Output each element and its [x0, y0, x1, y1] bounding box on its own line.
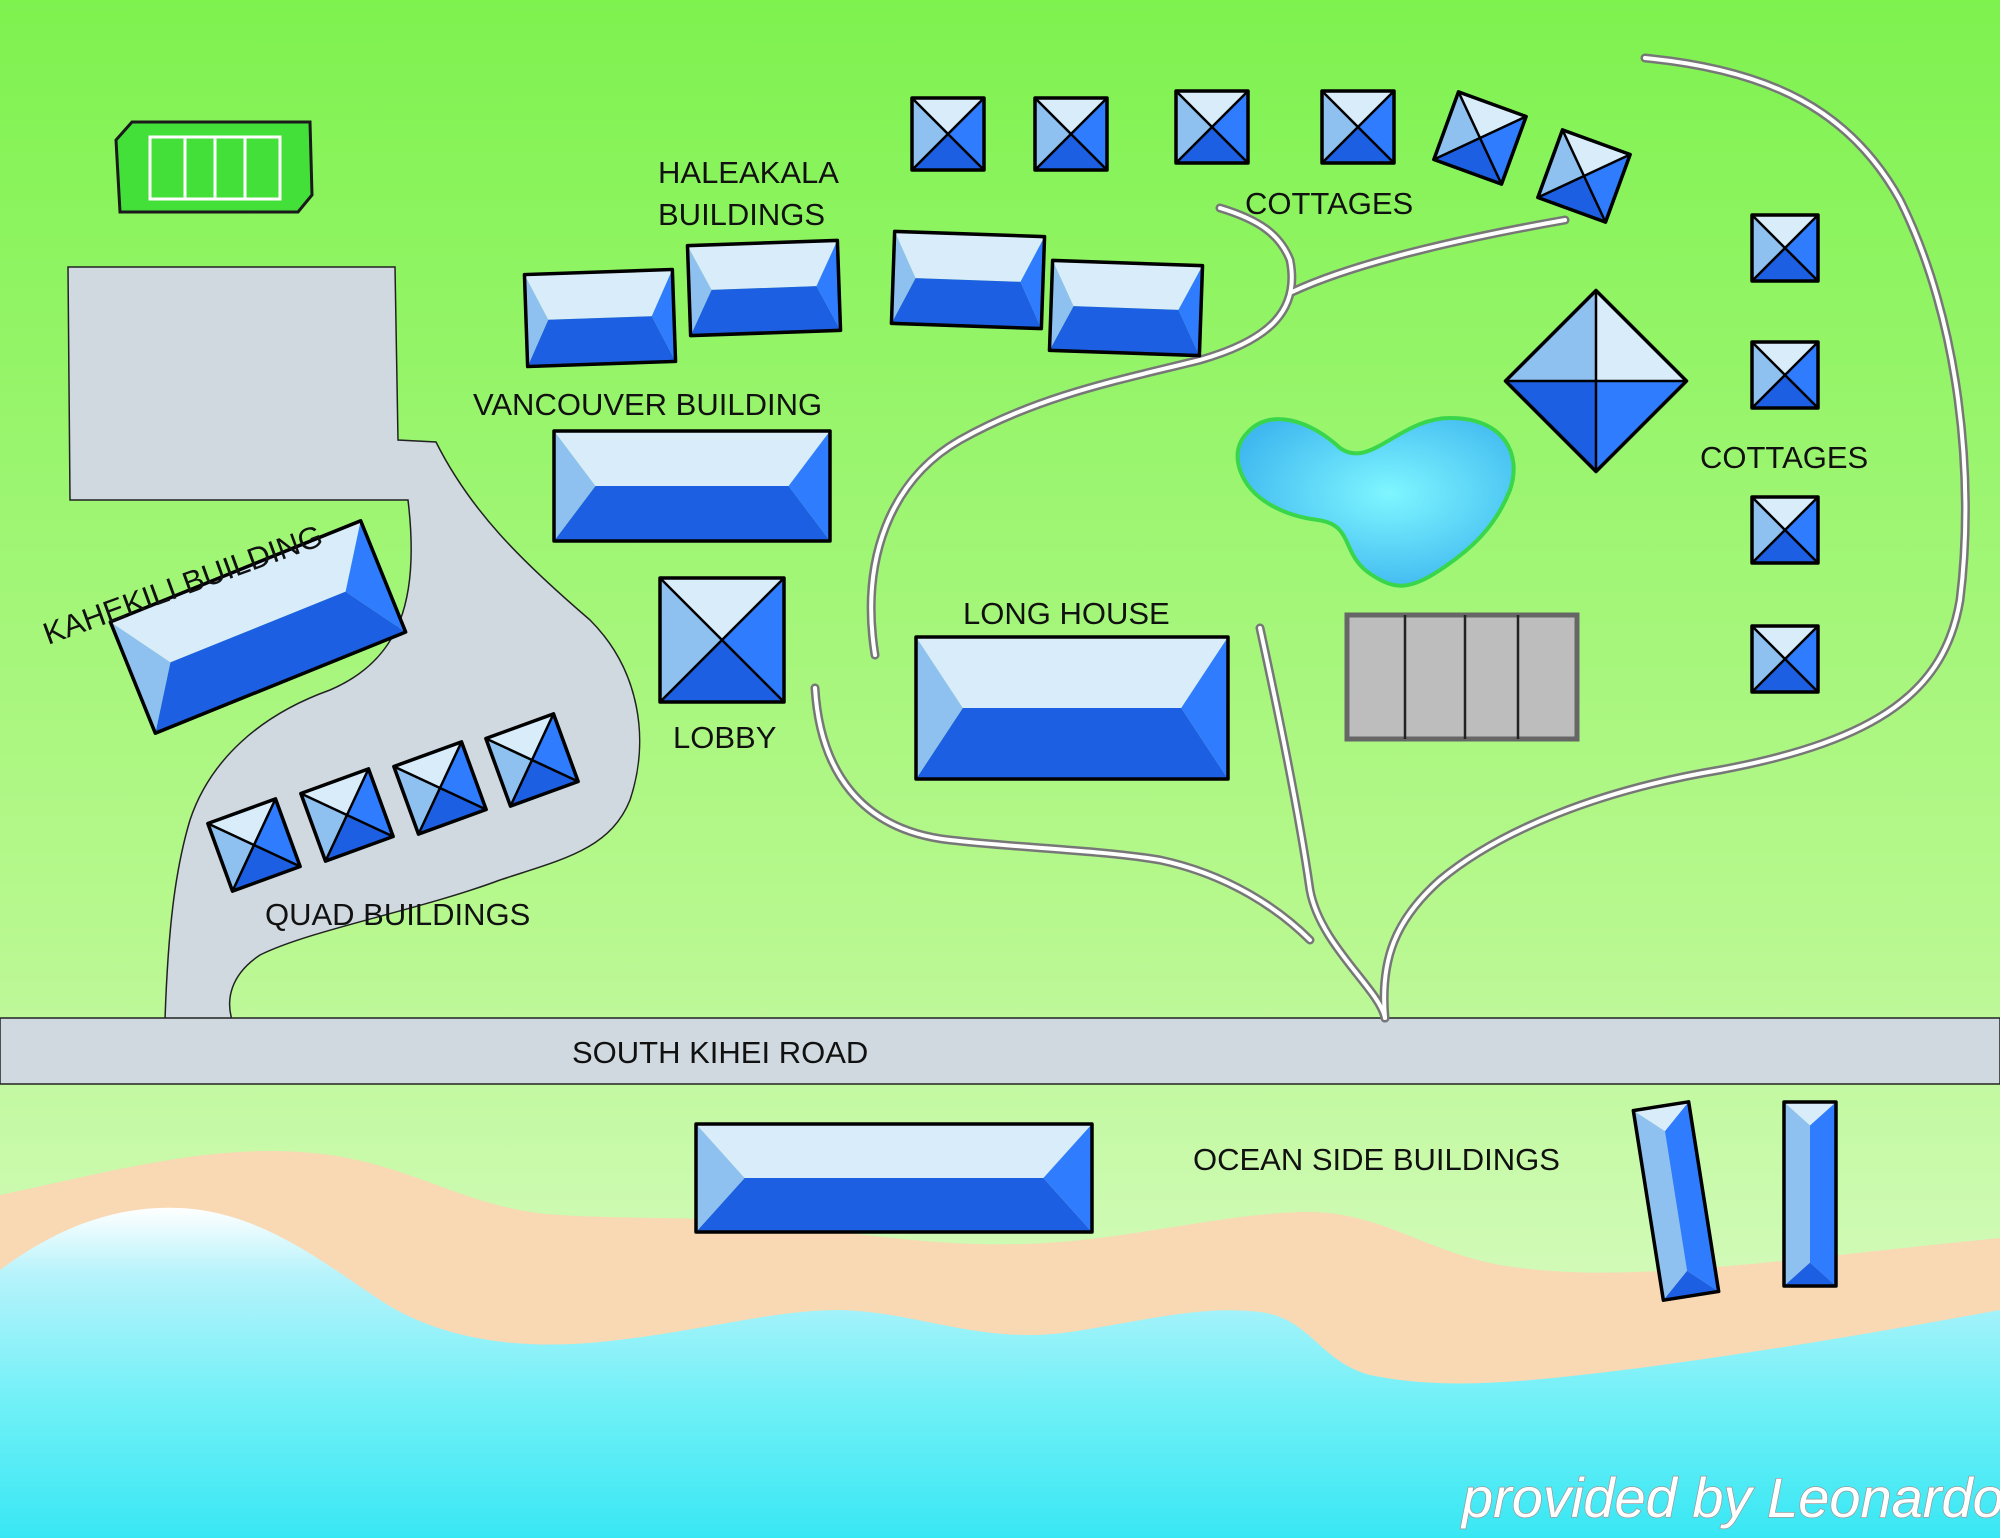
ocean-water [0, 1207, 2000, 1538]
label-vancouver-building: VANCOUVER BUILDING [473, 387, 822, 422]
cottage-top-1 [910, 96, 986, 172]
cottage-top-3 [1174, 89, 1250, 165]
quad-building-2 [299, 767, 395, 863]
cottage-top-4 [1320, 89, 1396, 165]
label-ocean-side-buildings: OCEAN SIDE BUILDINGS [1193, 1142, 1560, 1177]
buildings [108, 89, 1838, 1302]
quad-building-4 [484, 712, 580, 808]
gray-parking-block [1344, 612, 1580, 742]
pond [1235, 415, 1516, 588]
cottage-top-5 [1432, 90, 1528, 186]
label-cottages-right: COTTAGES [1700, 440, 1868, 475]
ocean-side-building-long [694, 1122, 1094, 1234]
quad-building-1 [206, 797, 302, 893]
ocean-side-building-narrow-1 [1631, 1100, 1721, 1302]
quad-building-3 [392, 740, 488, 836]
tennis-court [114, 120, 314, 214]
haleakala-building-3 [889, 229, 1047, 331]
walking-paths-inner [813, 56, 1968, 1020]
label-cottages-top: COTTAGES [1245, 186, 1413, 221]
haleakala-building-4 [1047, 258, 1205, 358]
south-kihei-road [0, 1017, 2000, 1085]
cottage-right-1 [1750, 213, 1820, 283]
cottage-large [1503, 288, 1689, 474]
haleakala-building-1 [522, 267, 678, 369]
long-house-building [914, 635, 1230, 781]
kahekili-building [108, 519, 408, 735]
vancouver-building [552, 429, 832, 543]
cottage-right-4 [1750, 624, 1820, 694]
cottage-right-2 [1750, 340, 1820, 410]
watermark-text: provided by Leonardo [1460, 1466, 2000, 1529]
label-quad-buildings: QUAD BUILDINGS [265, 897, 530, 932]
label-haleakala-line2: BUILDINGS [658, 197, 825, 232]
label-long-house: LONG HOUSE [963, 596, 1170, 631]
ocean-side-building-narrow-2 [1782, 1100, 1838, 1288]
cottage-right-3 [1750, 495, 1820, 565]
label-lobby: LOBBY [673, 720, 776, 755]
label-south-kihei-road: SOUTH KIHEI ROAD [572, 1035, 868, 1070]
cottage-top-2 [1033, 96, 1109, 172]
label-haleakala-line1: HALEAKALA [658, 155, 839, 190]
lobby-building [658, 576, 786, 704]
haleakala-building-2 [685, 238, 843, 338]
cottage-top-6 [1536, 128, 1632, 224]
